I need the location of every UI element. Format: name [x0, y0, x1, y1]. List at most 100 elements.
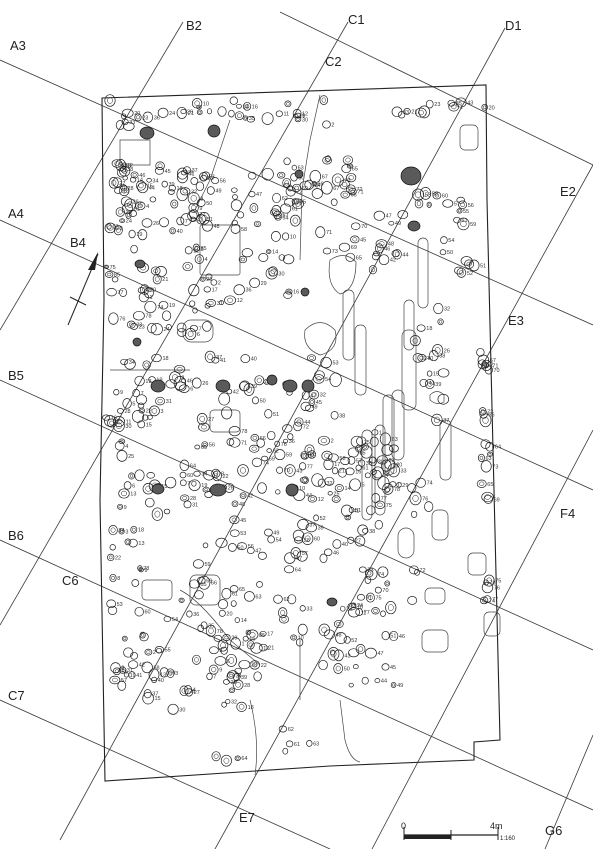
posthole — [180, 187, 191, 196]
posthole — [131, 579, 140, 587]
posthole — [292, 529, 305, 542]
posthole — [381, 631, 390, 641]
posthole-core — [196, 256, 202, 262]
posthole — [373, 210, 385, 221]
posthole — [344, 514, 351, 521]
posthole — [481, 359, 492, 371]
posthole-core — [482, 105, 487, 110]
plan-feature — [483, 611, 501, 637]
posthole-core — [211, 667, 217, 673]
posthole-filled — [301, 379, 315, 393]
posthole — [196, 213, 206, 225]
posthole-number: 60 — [442, 194, 448, 200]
posthole-number: 8 — [117, 576, 120, 582]
posthole-number: 15 — [147, 184, 153, 190]
posthole — [483, 579, 489, 586]
plan-feature — [304, 322, 337, 356]
posthole — [341, 164, 352, 174]
posthole-core — [293, 550, 299, 556]
posthole-number: 41 — [136, 673, 142, 679]
posthole — [141, 218, 153, 228]
posthole — [287, 594, 297, 605]
posthole — [198, 422, 210, 432]
posthole-core — [190, 205, 197, 211]
posthole — [439, 249, 447, 256]
posthole-core — [348, 186, 354, 192]
posthole — [209, 646, 219, 655]
scale-bar: 0 4m 1:160 — [401, 821, 516, 842]
posthole — [337, 467, 347, 478]
posthole-number: 15 — [433, 372, 439, 378]
posthole — [365, 567, 378, 581]
posthole-number: 3 — [125, 529, 128, 535]
posthole — [169, 371, 181, 384]
posthole-core — [392, 683, 396, 687]
posthole — [111, 276, 119, 283]
posthole-number: 70 — [382, 588, 388, 594]
posthole-number: 6 — [198, 214, 201, 220]
posthole — [257, 551, 267, 560]
posthole — [428, 350, 439, 362]
posthole-number: 22 — [199, 212, 205, 218]
posthole-number: 74 — [489, 598, 495, 604]
posthole — [486, 451, 493, 457]
posthole — [107, 418, 117, 428]
posthole — [317, 435, 330, 446]
posthole-number: 1 — [379, 430, 382, 436]
posthole-number: 66 — [260, 436, 266, 442]
posthole — [200, 621, 208, 630]
posthole-number: 13 — [138, 541, 144, 547]
posthole-filled — [207, 124, 221, 138]
posthole — [321, 181, 333, 195]
posthole-core — [348, 164, 352, 168]
posthole — [115, 159, 126, 172]
posthole-core — [286, 102, 290, 106]
posthole-number: 42 — [197, 217, 203, 223]
posthole-number: 58 — [304, 538, 310, 544]
posthole-core — [333, 497, 339, 501]
posthole-number: 20 — [226, 611, 232, 617]
posthole-number: 4 — [125, 444, 128, 450]
posthole — [296, 550, 308, 562]
posthole-core — [115, 227, 121, 233]
posthole — [339, 179, 350, 190]
posthole — [234, 111, 244, 121]
posthole-filled — [407, 220, 421, 232]
grid-line-g — [544, 734, 593, 849]
posthole-number: 66 — [317, 182, 323, 188]
posthole — [108, 177, 119, 189]
posthole — [266, 448, 272, 453]
posthole — [196, 413, 208, 425]
posthole-number: 48 — [388, 242, 394, 248]
posthole-core — [272, 210, 278, 215]
posthole-number: 66 — [351, 193, 357, 199]
posthole — [333, 649, 344, 662]
posthole-number: 71 — [326, 230, 332, 236]
posthole-number: 38 — [251, 663, 257, 669]
plan-features — [110, 94, 501, 776]
posthole — [137, 402, 145, 409]
posthole — [246, 546, 255, 555]
posthole-number: 47 — [255, 549, 261, 555]
posthole — [154, 646, 164, 654]
posthole — [261, 167, 274, 181]
posthole — [184, 328, 197, 340]
posthole-number: 15 — [146, 422, 152, 428]
posthole-number: 41 — [220, 358, 226, 364]
posthole-core — [309, 497, 315, 501]
posthole-number: 3 — [215, 473, 218, 479]
posthole-core — [119, 529, 124, 534]
posthole-number: 54 — [276, 537, 282, 543]
posthole — [177, 167, 188, 180]
posthole-core — [252, 662, 258, 668]
posthole — [368, 265, 377, 275]
posthole-core — [336, 486, 342, 490]
posthole — [144, 300, 157, 314]
posthole-number: 70 — [284, 468, 290, 474]
posthole-number: 36 — [154, 115, 160, 121]
posthole-number: 8 — [121, 666, 124, 672]
posthole — [477, 453, 485, 462]
posthole — [188, 479, 201, 491]
grid-label: B5 — [8, 368, 24, 383]
posthole — [228, 426, 241, 437]
